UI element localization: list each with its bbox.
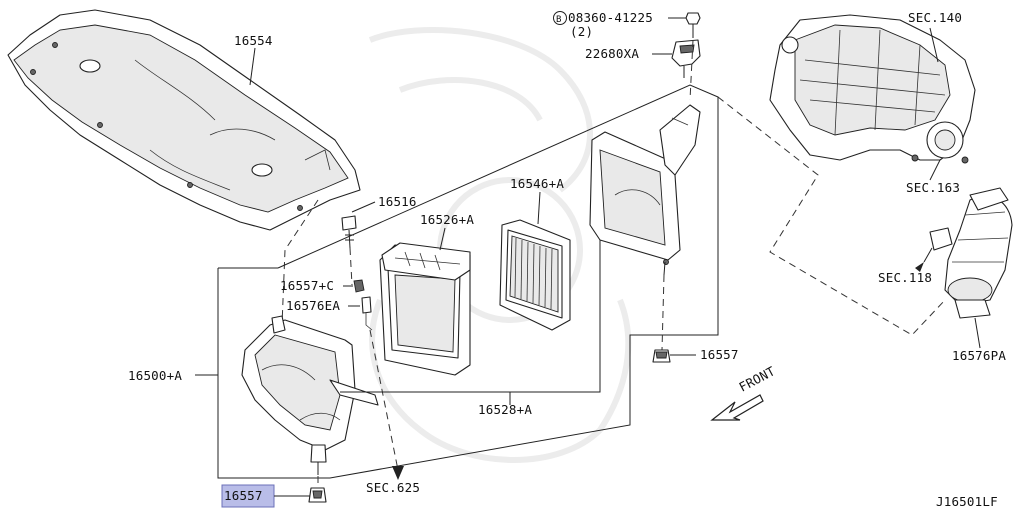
leader-sec163 — [929, 159, 941, 181]
dashed-link-cover — [281, 199, 319, 326]
label-16528a: 16528+A — [478, 402, 532, 417]
air-cleaner-case — [241, 315, 379, 475]
label-16557c: 16557+C — [280, 278, 334, 293]
label-16546a: 16546+A — [510, 176, 564, 191]
label-16516: 16516 — [378, 194, 417, 209]
label-bolt-qty: (2) — [570, 24, 593, 39]
filter-element — [499, 219, 571, 331]
leader-16516 — [351, 201, 376, 213]
engine-cover — [7, 9, 361, 231]
label-16526a: 16526+A — [420, 212, 474, 227]
drain-hose — [361, 296, 373, 331]
leader-16526a — [439, 227, 446, 251]
bolt-part — [685, 12, 701, 38]
leader-16576pa — [974, 317, 981, 349]
label-front: FRONT — [736, 363, 777, 395]
sec118-arrow-icon — [915, 262, 924, 272]
leader-16554 — [249, 47, 256, 86]
dashed-link-duct — [717, 96, 946, 336]
assembly-outline — [277, 84, 719, 479]
filter-frame — [379, 242, 471, 376]
diagram-code: J16501LF — [936, 494, 998, 509]
airbox-lid — [589, 104, 701, 276]
grommet-right — [652, 349, 671, 363]
label-sec-140: SEC.140 — [908, 10, 962, 25]
label-16500a: 16500+A — [128, 368, 182, 383]
screw-part — [341, 215, 357, 249]
assembly-bracket — [217, 268, 305, 479]
label-16557-right: 16557 — [700, 347, 739, 362]
intake-manifold — [769, 14, 976, 164]
label-22680xa: 22680XA — [585, 46, 639, 61]
maf-sensor — [671, 39, 701, 78]
leader-16546a — [537, 191, 541, 225]
svg-text:B: B — [556, 15, 561, 25]
grommet-bottom — [308, 487, 327, 503]
sec625-arrow-icon — [392, 466, 404, 480]
label-sec-118: SEC.118 — [878, 270, 932, 285]
label-16554: 16554 — [234, 33, 273, 48]
label-16576ea: 16576EA — [286, 298, 340, 313]
collar-part — [353, 279, 365, 293]
label-16557-bottom[interactable]: 16557 — [224, 488, 263, 503]
label-16576pa: 16576PA — [952, 348, 1006, 363]
front-arrow-icon — [710, 394, 764, 421]
label-sec-163: SEC.163 — [906, 180, 960, 195]
label-08360-41225: 08360-41225 — [568, 10, 653, 25]
bolt-symbol-icon: B — [553, 11, 567, 25]
air-duct — [923, 187, 1013, 319]
leader-sec140 — [929, 27, 939, 63]
label-sec-625: SEC.625 — [366, 480, 420, 495]
